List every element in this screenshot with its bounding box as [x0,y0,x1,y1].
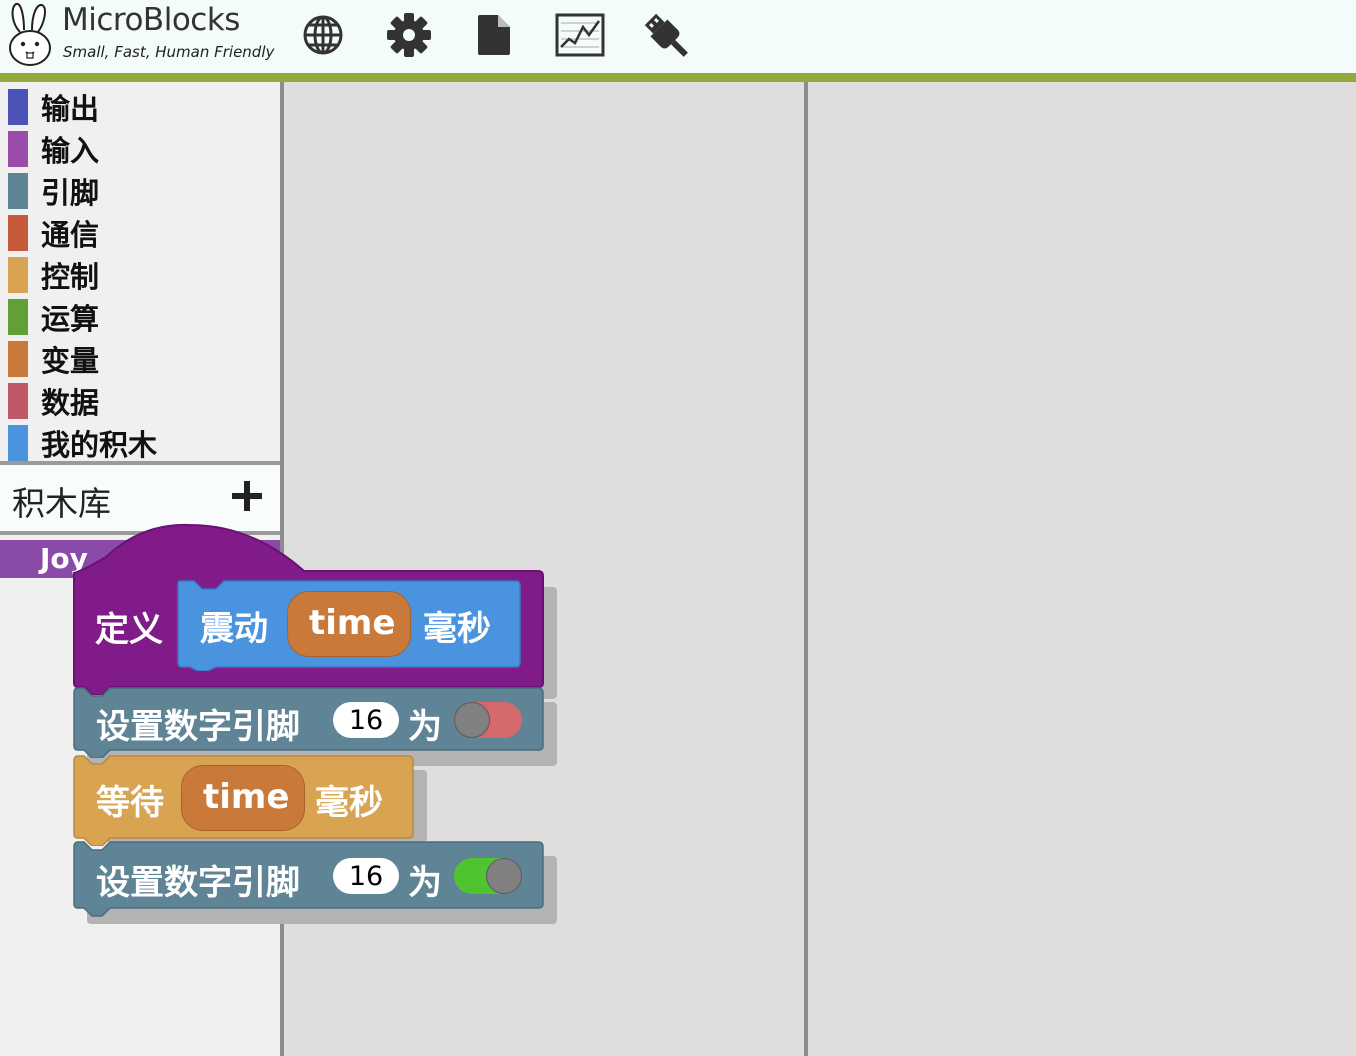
category-label: 通信 [41,218,100,252]
category-7[interactable]: 数据 [8,383,100,420]
wait-label: 等待 [96,783,164,823]
wait-suffix: 毫秒 [315,783,383,823]
custom-block-name-part2: 毫秒 [423,609,491,649]
set-pin-suffix: 为 [408,707,442,747]
stage-area [808,82,1356,1056]
var-time-label: time [203,777,290,817]
file-button[interactable] [466,7,522,63]
category-8[interactable]: 我的积木 [8,425,158,462]
toggle-knob [454,702,490,738]
app-title: MicroBlocks [62,2,240,38]
category-label: 我的积木 [41,428,158,462]
category-0[interactable]: 输出 [8,89,100,126]
category-label: 变量 [41,344,100,378]
category-label: 引脚 [41,176,100,210]
set-digital-pin-block[interactable] [72,686,546,758]
define-label: 定义 [95,610,163,650]
category-color-swatch [8,425,28,461]
library-header: 积木库 [0,465,280,531]
microblocks-rabbit-logo[interactable] [6,2,56,68]
category-label: 输入 [41,134,100,168]
library-item-label: Joy [40,542,88,575]
library-label: 积木库 [12,484,111,523]
category-label: 输出 [41,92,100,126]
category-4[interactable]: 控制 [8,257,100,294]
stage-divider[interactable] [804,82,808,1056]
category-2[interactable]: 引脚 [8,173,100,210]
category-color-swatch [8,89,28,125]
param-time-pill[interactable] [287,591,411,657]
category-color-swatch [8,173,28,209]
category-3[interactable]: 通信 [8,215,100,252]
category-color-swatch [8,131,28,167]
category-6[interactable]: 变量 [8,341,100,378]
category-color-swatch [8,257,28,293]
set-pin-label: 设置数字引脚 [96,707,300,747]
pin-number-input[interactable]: 16 [333,702,399,738]
top-toolbar: MicroBlocks Small, Fast, Human Friendly [0,0,1356,73]
usb-plug-icon [644,13,688,57]
pin-number-input[interactable]: 16 [333,858,399,894]
file-icon [478,15,510,55]
graph-button[interactable] [552,7,608,63]
divider [0,461,280,465]
graph-icon [555,13,605,57]
toggle-knob [486,858,522,894]
category-color-swatch [8,341,28,377]
set-pin-suffix: 为 [408,863,442,903]
app-subtitle: Small, Fast, Human Friendly [63,43,275,61]
category-label: 运算 [41,302,100,336]
pin-state-toggle-off[interactable] [454,702,522,738]
custom-block-name-part1: 震动 [200,609,268,649]
pin-state-toggle-on[interactable] [454,858,522,894]
var-time-pill[interactable] [181,765,305,831]
gear-icon [387,13,431,57]
category-color-swatch [8,215,28,251]
category-color-swatch [8,299,28,335]
add-library-icon[interactable] [230,479,264,513]
category-1[interactable]: 输入 [8,131,100,168]
toolbar-stripe [0,73,1356,82]
connect-board-button[interactable] [638,7,694,63]
settings-button[interactable] [381,7,437,63]
globe-icon [303,15,343,55]
category-label: 数据 [41,386,100,420]
param-time-label: time [309,603,396,643]
category-color-swatch [8,383,28,419]
category-5[interactable]: 运算 [8,299,100,336]
set-digital-pin-block[interactable] [72,840,546,932]
language-button[interactable] [295,7,351,63]
set-pin-label: 设置数字引脚 [96,863,300,903]
category-label: 控制 [41,260,100,294]
